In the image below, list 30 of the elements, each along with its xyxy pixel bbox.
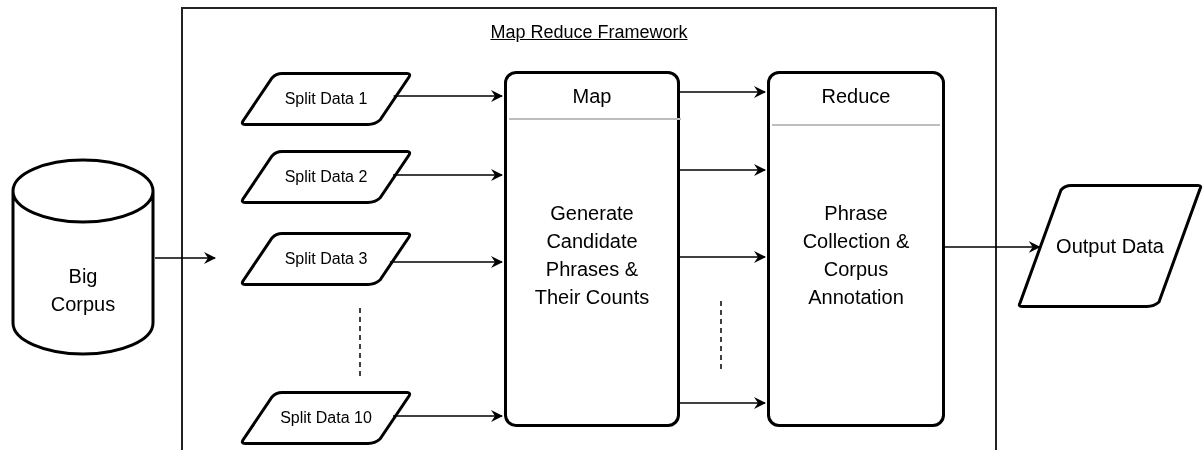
arrow xyxy=(154,252,216,264)
data-parallelogram xyxy=(240,150,412,204)
data-parallelogram xyxy=(240,232,412,286)
arrow xyxy=(392,169,503,181)
database-cylinder xyxy=(11,158,155,356)
node-label: Output Data xyxy=(1056,234,1164,259)
node-label: Split Data 1 xyxy=(284,89,368,109)
process-box xyxy=(504,71,680,427)
data-parallelogram xyxy=(240,72,412,126)
framework-frame xyxy=(181,7,997,450)
node-label: Split Data 2 xyxy=(284,167,368,187)
node-label: Reduce xyxy=(821,84,891,109)
arrow xyxy=(677,164,766,176)
data-parallelogram xyxy=(1017,184,1203,308)
node-label: Map xyxy=(572,84,612,109)
arrow xyxy=(392,90,503,102)
data-parallelogram xyxy=(240,391,412,445)
arrow xyxy=(389,256,503,268)
node-label: Big Corpus xyxy=(49,264,117,317)
node-label: Map Reduce Framework xyxy=(490,23,688,41)
arrow xyxy=(392,410,503,422)
node-label: Generate Candidate Phrases & Their Counts xyxy=(533,201,651,310)
arrow xyxy=(942,241,1041,253)
arrow xyxy=(677,397,766,409)
process-box xyxy=(767,71,945,427)
arrow xyxy=(677,86,766,98)
arrow xyxy=(677,251,766,263)
node-label: Split Data 3 xyxy=(284,249,368,269)
node-label: Split Data 10 xyxy=(280,408,372,428)
node-label: Phrase Collection & Corpus Annotation xyxy=(801,201,911,310)
